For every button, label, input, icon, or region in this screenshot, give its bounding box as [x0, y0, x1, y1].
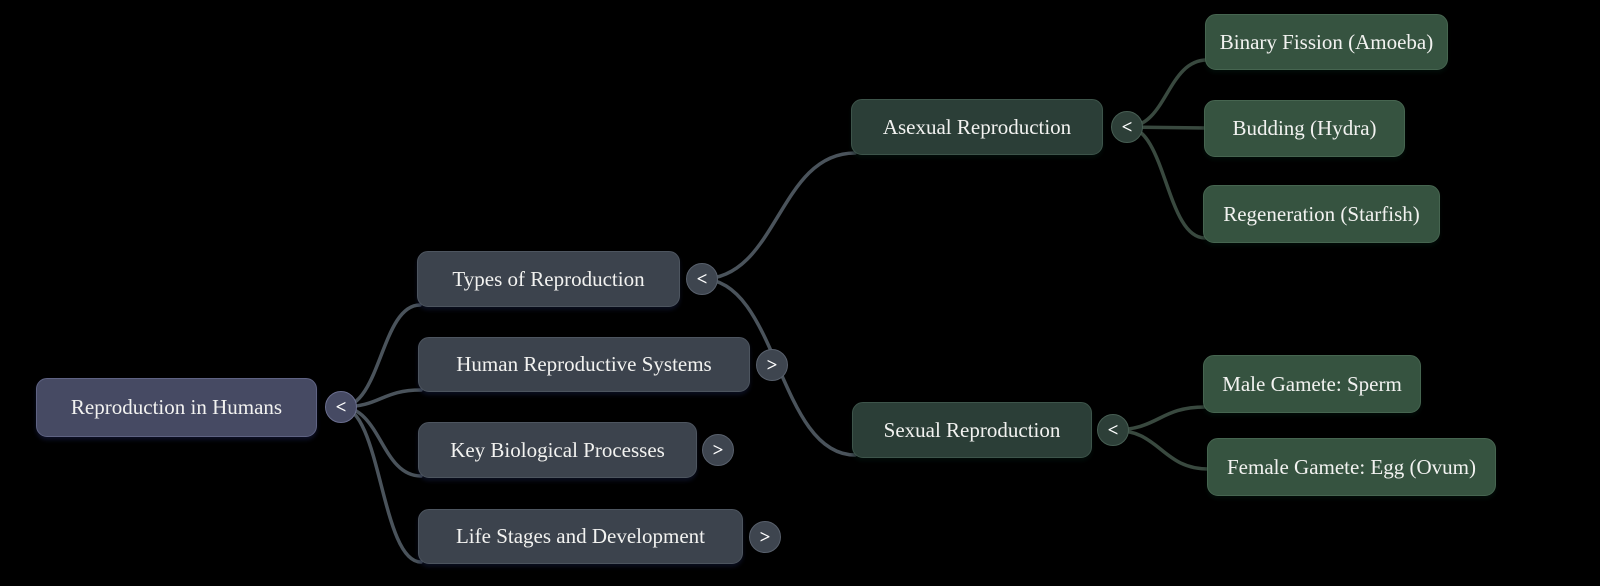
node-human-reproductive-systems[interactable]: Human Reproductive Systems — [418, 337, 750, 392]
edge-root-life-stages — [339, 405, 423, 564]
toggle-glyph: < — [335, 396, 347, 418]
node-label: Budding (Hydra) — [1232, 116, 1377, 140]
node-reproduction-in-humans[interactable]: Reproduction in Humans — [36, 378, 317, 437]
node-key-biological-processes[interactable]: Key Biological Processes — [418, 422, 697, 478]
toggle-glyph: > — [759, 526, 771, 548]
human-systems-expand-toggle[interactable]: > — [756, 349, 788, 381]
node-label: Female Gamete: Egg (Ovum) — [1226, 454, 1476, 479]
node-budding[interactable]: Budding (Hydra) — [1204, 100, 1405, 157]
asexual-collapse-toggle[interactable]: < — [1111, 111, 1143, 143]
edge-types-asexual — [700, 151, 857, 281]
toggle-glyph: > — [712, 439, 724, 461]
node-label: Human Reproductive Systems — [456, 352, 712, 376]
node-binary-fission[interactable]: Binary Fission (Amoeba) — [1205, 14, 1448, 70]
node-label: Regeneration (Starfish) — [1223, 201, 1420, 226]
toggle-glyph: < — [696, 268, 708, 290]
life-stages-expand-toggle[interactable]: > — [749, 521, 781, 553]
edge-asexual-regeneration — [1125, 125, 1207, 240]
sexual-collapse-toggle[interactable]: < — [1097, 414, 1129, 446]
node-male-gamete[interactable]: Male Gamete: Sperm — [1203, 355, 1421, 413]
types-collapse-toggle[interactable]: < — [686, 263, 718, 295]
root-collapse-toggle[interactable]: < — [325, 391, 357, 423]
toggle-glyph: < — [1107, 419, 1119, 441]
node-regeneration[interactable]: Regeneration (Starfish) — [1203, 185, 1440, 243]
node-types-of-reproduction[interactable]: Types of Reproduction — [417, 251, 680, 307]
node-life-stages-and-development[interactable]: Life Stages and Development — [418, 509, 743, 564]
node-label: Sexual Reproduction — [883, 417, 1061, 442]
node-label: Asexual Reproduction — [882, 114, 1072, 139]
node-asexual-reproduction[interactable]: Asexual Reproduction — [851, 99, 1103, 155]
node-label: Binary Fission (Amoeba) — [1219, 29, 1434, 54]
key-processes-expand-toggle[interactable]: > — [702, 434, 734, 466]
toggle-glyph: > — [766, 354, 778, 376]
node-label: Reproduction in Humans — [70, 395, 283, 419]
node-label: Male Gamete: Sperm — [1222, 371, 1402, 396]
node-label: Life Stages and Development — [455, 524, 705, 548]
toggle-glyph: < — [1121, 116, 1133, 138]
node-female-gamete[interactable]: Female Gamete: Egg (Ovum) — [1207, 438, 1496, 496]
node-label: Types of Reproduction — [452, 266, 645, 291]
node-sexual-reproduction[interactable]: Sexual Reproduction — [852, 402, 1092, 458]
node-label: Key Biological Processes — [450, 437, 665, 462]
